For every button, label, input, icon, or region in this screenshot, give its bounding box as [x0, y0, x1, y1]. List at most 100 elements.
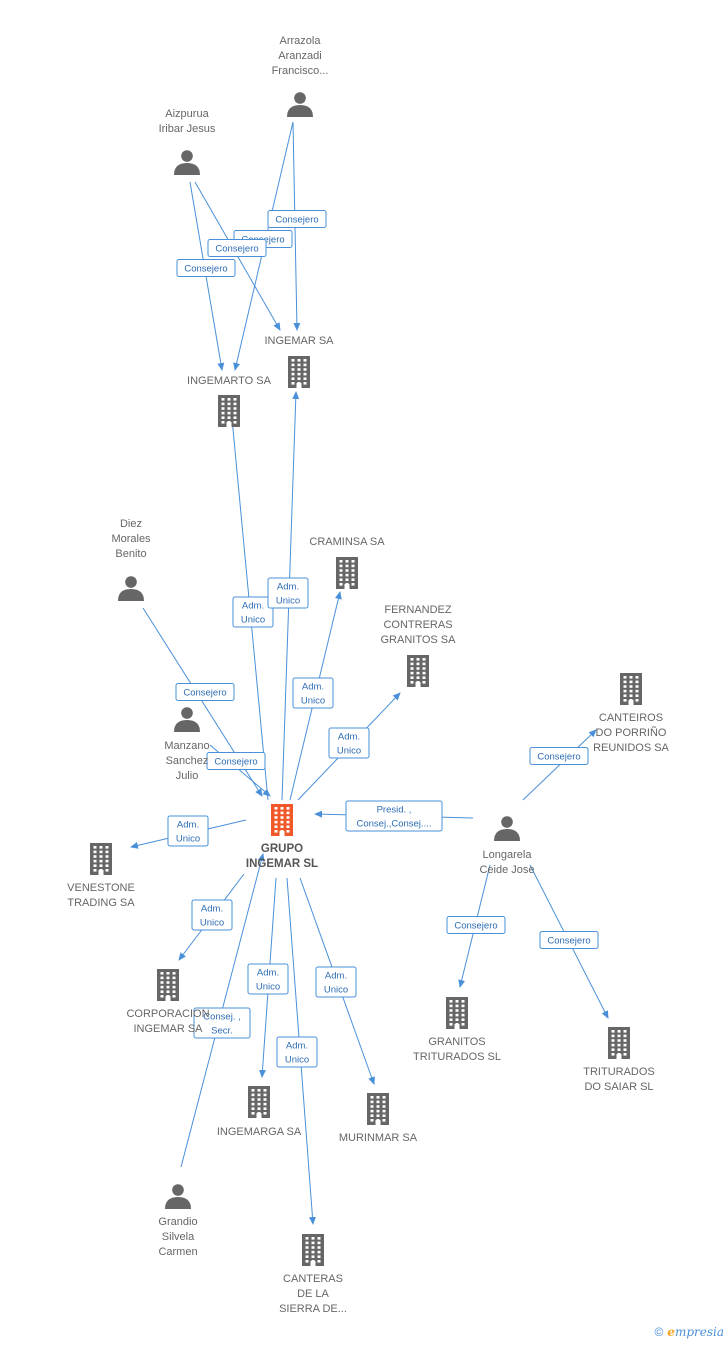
edge-label-arrazola-ingemar[interactable]: Consejero [267, 210, 327, 228]
node-label: TRITURADOS [583, 1066, 655, 1078]
edge-label-text: Adm. [177, 820, 199, 831]
brand-logo[interactable]: empresia [667, 1325, 724, 1339]
edge-label-text: Adm. [286, 1041, 308, 1052]
node-label: Benito [115, 548, 146, 560]
node-label: Silvela [162, 1231, 195, 1243]
node-label: INGEMARGA SA [217, 1126, 302, 1138]
node-label: Francisco... [272, 65, 329, 77]
edge-label-text: Adm. [242, 601, 264, 612]
edge-label-grupo-venestone[interactable]: Adm.Unico [167, 815, 209, 847]
edge-label-text: Consej.,Consej.... [357, 819, 432, 830]
edge-label-grupo-craminsa[interactable]: Adm. Unico [292, 677, 334, 709]
node-label: DO PORRIÑO [596, 726, 667, 739]
node-label: DE LA [297, 1288, 329, 1300]
node-label: Aranzadi [278, 50, 321, 62]
node-label: Manzano [164, 740, 209, 752]
edge-label-grupo-ingemarga[interactable]: Adm.Unico [247, 963, 289, 995]
edge-label-grupo-ingemar[interactable]: Adm.Unico [267, 577, 309, 609]
node-label: INGEMARTO SA [187, 375, 272, 387]
edge-label-aizpurua-ingemarto[interactable]: Consejero [176, 259, 236, 277]
edge-label-box [539, 931, 599, 949]
edge-label-box [345, 800, 443, 832]
node-label: GRANITOS [428, 1036, 485, 1048]
node-label: FERNANDEZ [384, 604, 452, 616]
node-corporacion[interactable]: CORPORACION INGEMAR SA [126, 969, 210, 1035]
edge-label-box [267, 210, 327, 228]
edge-label-text: Adm. [201, 904, 223, 915]
node-label: CORPORACION [126, 1008, 209, 1020]
node-ingemarto[interactable]: INGEMARTO SA [187, 375, 272, 427]
node-label: CANTEIROS [599, 712, 663, 724]
edge-label-text: Adm. [302, 682, 324, 693]
edge-label-box [232, 596, 274, 628]
node-label: VENESTONE [67, 882, 135, 894]
node-label: GRANITOS SA [381, 634, 457, 646]
building-icon [90, 843, 112, 875]
edge-label-box [529, 747, 589, 765]
edge-label-grupo-murinmar[interactable]: Adm. Unico [315, 966, 357, 998]
edge-label-grupo-corporacion[interactable]: Adm.Unico [191, 899, 233, 931]
node-label: Sanchez [166, 755, 209, 767]
edge-label-grupo-canteras[interactable]: Adm.Unico [276, 1036, 318, 1068]
edge-label-box [446, 916, 506, 934]
node-label: CRAMINSA SA [309, 536, 385, 548]
node-craminsa[interactable]: CRAMINSA SA [309, 536, 385, 589]
edge-label-manzano-grupo[interactable]: Consejero [206, 752, 266, 770]
edge-label-longarela-triturados[interactable]: Consejero [539, 931, 599, 949]
node-ingemar[interactable]: INGEMAR SA [264, 335, 334, 388]
edge-label-longarela-granitos[interactable]: Consejero [446, 916, 506, 934]
node-grupo[interactable]: GRUPO INGEMAR SL [246, 804, 318, 870]
edge-label-box [247, 963, 289, 995]
node-label: Julio [176, 770, 199, 782]
building-icon [446, 997, 468, 1029]
person-icon [118, 576, 144, 601]
node-arrazola[interactable]: ArrazolaAranzadiFrancisco... [272, 35, 329, 117]
edge-label-text: Consejero [215, 244, 258, 255]
edge-label-box [315, 966, 357, 998]
node-murinmar[interactable]: MURINMAR SA [339, 1093, 418, 1144]
edge-label-box [276, 1036, 318, 1068]
edge-label-longarela-canteiros[interactable]: Consejero [529, 747, 589, 765]
edge-label-box [175, 683, 235, 701]
edge-label-text: Adm. [325, 971, 347, 982]
building-icon [157, 969, 179, 1001]
node-label: Morales [111, 533, 151, 545]
node-label: Iribar Jesus [159, 123, 216, 135]
building-icon [271, 804, 293, 836]
edge-label-grandio-grupo[interactable]: Consej. ,Secr. [193, 1007, 251, 1039]
edge-label-text: Unico [301, 696, 325, 707]
building-icon [620, 673, 642, 705]
node-label: Longarela [483, 849, 533, 861]
edge-label-text: Adm. [277, 582, 299, 593]
node-ingemarga[interactable]: INGEMARGA SA [217, 1086, 302, 1138]
building-icon [608, 1027, 630, 1059]
building-icon [248, 1086, 270, 1118]
edge-label-diez-grupo[interactable]: Consejero [175, 683, 235, 701]
edge-label-box [328, 727, 370, 759]
edge-label-text: Unico [324, 985, 348, 996]
node-label: INGEMAR SA [133, 1023, 203, 1035]
person-icon [174, 150, 200, 175]
edge-label-grupo-fernandez[interactable]: Adm.Unico [328, 727, 370, 759]
node-label: INGEMAR SL [246, 858, 318, 870]
building-icon [367, 1093, 389, 1125]
footer-brand: ©empresia [654, 1325, 724, 1339]
edge-label-aizpurua-ingemar[interactable]: Consejero [207, 239, 267, 257]
node-label: GRUPO [261, 843, 303, 855]
edge-label-grupo-ingemarto[interactable]: Adm.Unico [232, 596, 274, 628]
building-icon [336, 557, 358, 589]
edge-label-longarela-grupo[interactable]: Presid. ,Consej.,Consej.... [345, 800, 443, 832]
node-label: Carmen [158, 1246, 197, 1258]
edge-label-text: Adm. [257, 968, 279, 979]
